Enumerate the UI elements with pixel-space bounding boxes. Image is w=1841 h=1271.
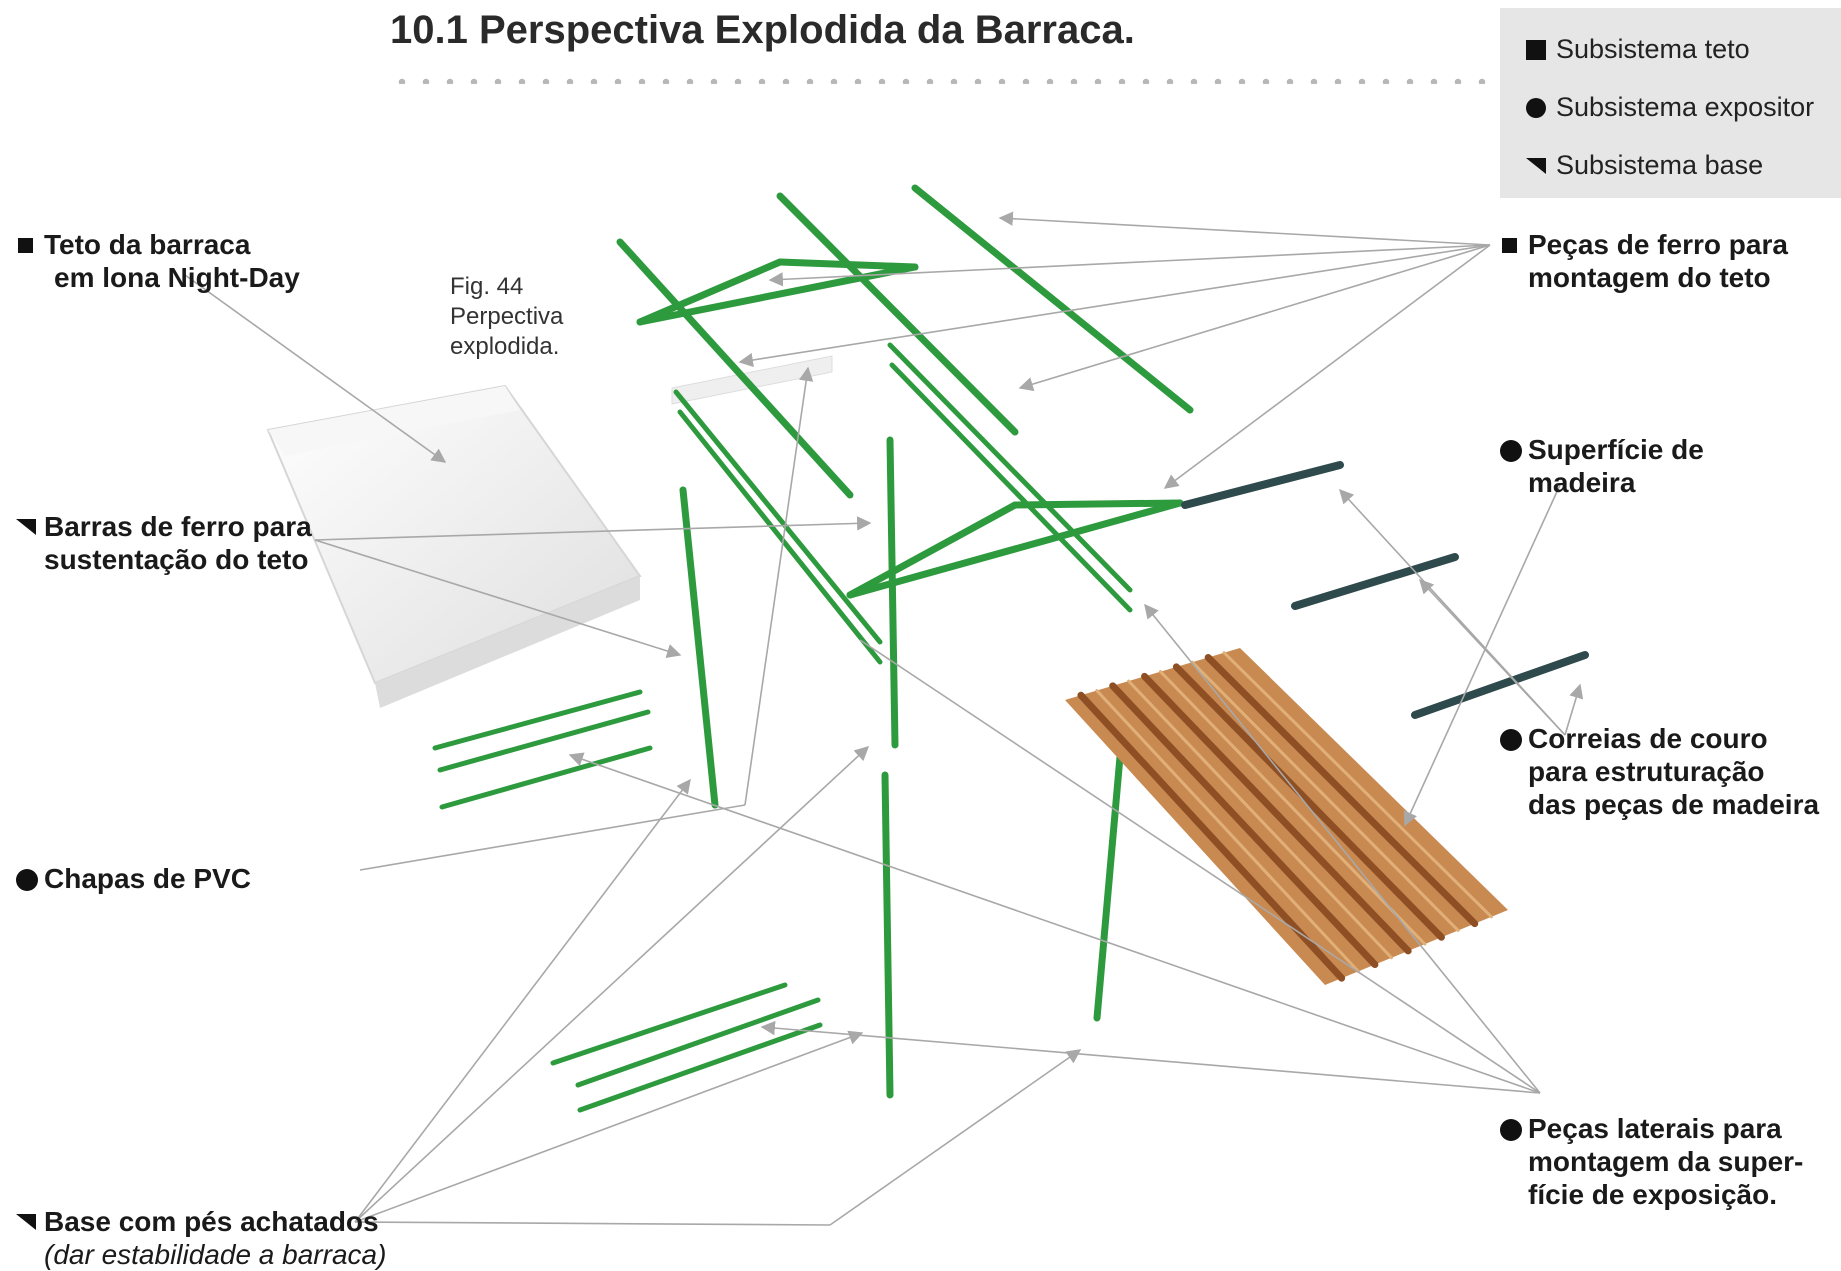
figure-caption: Fig. 44 Perpectiva explodida. bbox=[450, 273, 564, 360]
wood-plank-line bbox=[1095, 689, 1360, 973]
legend-item-expositor: Subsistema expositor bbox=[1526, 92, 1814, 123]
wood-plank-line bbox=[1141, 672, 1412, 955]
leather-straps bbox=[1181, 461, 1589, 719]
circle-bullet-icon bbox=[1500, 1119, 1522, 1141]
pvc-sheet bbox=[671, 355, 833, 405]
legend-item-base: Subsistema base bbox=[1526, 150, 1763, 181]
label-barras-ferro: Barras de ferro para sustentação do teto bbox=[16, 510, 312, 576]
square-bullet-icon bbox=[18, 238, 33, 253]
legend-item-teto: Subsistema teto bbox=[1526, 34, 1750, 65]
legend-label: Subsistema expositor bbox=[1556, 92, 1815, 122]
triangle-bullet-icon bbox=[1526, 157, 1546, 174]
leader-lines bbox=[184, 211, 1584, 1226]
circle-bullet-icon bbox=[1526, 97, 1546, 118]
label-chapas-pvc: Chapas de PVC bbox=[16, 862, 251, 895]
side-rails bbox=[432, 342, 1133, 1113]
wood-plank-line bbox=[1190, 660, 1460, 932]
wood-surface bbox=[1065, 648, 1508, 985]
square-bullet-icon bbox=[1502, 238, 1517, 253]
label-correias-couro: Correias de couro para estruturação das … bbox=[1500, 722, 1819, 821]
square-bullet-icon bbox=[1526, 39, 1546, 60]
label-teto-barraca: Teto da barraca em lona Night-Day bbox=[18, 228, 300, 294]
triangle-bullet-icon bbox=[16, 1214, 36, 1230]
wood-plank-line bbox=[1127, 679, 1394, 960]
wood-plank-line bbox=[1222, 651, 1493, 919]
circle-bullet-icon bbox=[16, 869, 38, 891]
circle-bullet-icon bbox=[1500, 440, 1522, 462]
label-pecas-laterais: Peças laterais para montagem da super- f… bbox=[1500, 1112, 1803, 1211]
legend-box: Subsistema teto Subsistema expositor Sub… bbox=[1500, 8, 1841, 198]
label-superficie-madeira: Superfície de madeira bbox=[1500, 433, 1704, 499]
canopy-roof bbox=[266, 384, 642, 708]
circle-bullet-icon bbox=[1500, 729, 1522, 751]
wood-plank-line bbox=[1158, 670, 1427, 946]
legend-label: Subsistema base bbox=[1556, 150, 1764, 180]
triangle-bullet-icon bbox=[16, 519, 36, 535]
vertical-posts bbox=[679, 436, 1129, 1099]
legend-label: Subsistema teto bbox=[1556, 34, 1750, 64]
page-title: 10.1 Perspectiva Explodida da Barraca. bbox=[390, 8, 1135, 52]
wood-plank-line bbox=[1109, 682, 1379, 969]
label-base-pes: Base com pés achatados (dar estabilidade… bbox=[16, 1205, 386, 1271]
label-pecas-ferro: Peças de ferro para montagem do teto bbox=[1502, 228, 1788, 294]
dotted-divider bbox=[390, 78, 1500, 84]
roof-frame bbox=[616, 184, 1194, 599]
wood-plank-line bbox=[1204, 653, 1479, 928]
wood-plank-line bbox=[1172, 663, 1445, 941]
